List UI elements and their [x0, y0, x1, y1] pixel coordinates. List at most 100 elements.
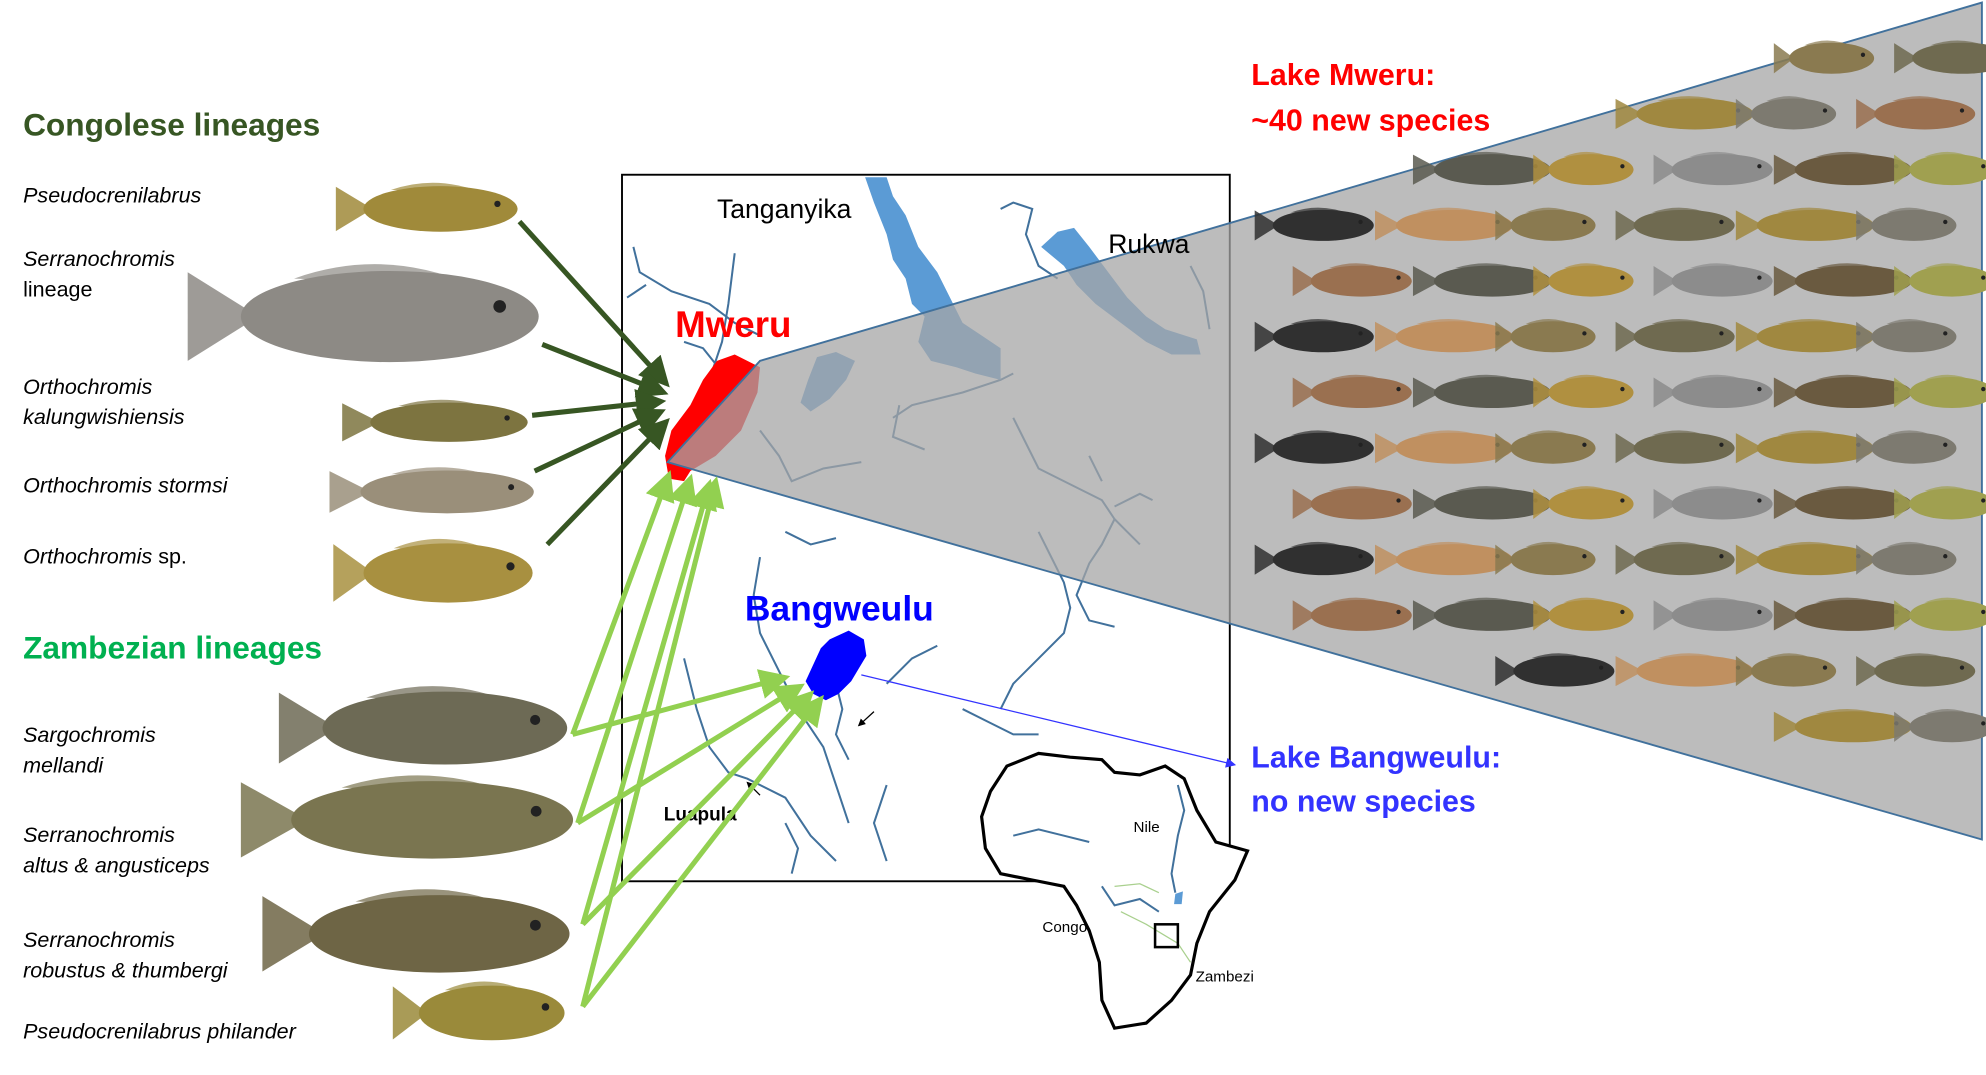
fish-photo: [1773, 263, 1912, 297]
fish-photo: [1533, 263, 1634, 297]
species-label: Pseudocrenilabrus: [23, 184, 201, 208]
fish-photo: [1292, 374, 1412, 409]
fish-photo: [1894, 374, 1986, 409]
fish-photo: [1615, 96, 1754, 130]
zambezian-heading: Zambezian lineages: [23, 629, 322, 665]
zambezian-arrow: [580, 694, 824, 1009]
fish-photos: [187, 40, 1986, 1041]
fish-photo: [1856, 319, 1957, 353]
bangweulu-callout-count: no new species: [1251, 785, 1476, 819]
mweru-callout-title: Lake Mweru:: [1251, 58, 1435, 92]
fish-photo: [1615, 319, 1735, 353]
species-label: Pseudocrenilabrus philander: [23, 1019, 297, 1043]
fish-photo: [1374, 207, 1513, 241]
fish-photo: [1894, 263, 1986, 297]
fish-photo: [1374, 430, 1513, 464]
fish-photo: [1254, 207, 1374, 241]
fish-photo: [335, 182, 518, 232]
fish-photo: [1773, 597, 1912, 631]
label-bangweulu: Bangweulu: [745, 588, 934, 628]
mweru-callout-count: ~40 new species: [1251, 103, 1490, 137]
fish-photo: [1495, 430, 1596, 464]
fish-photo: [392, 981, 565, 1041]
fish-photo: [1653, 597, 1773, 631]
colonization-arrows: [517, 219, 824, 1009]
fish-photo: [1254, 430, 1374, 464]
species-label: altus & angusticeps: [23, 853, 210, 877]
study-area-box: [1153, 923, 1180, 949]
species-label: Serranochromis: [23, 247, 175, 271]
fish-photo: [1412, 486, 1551, 520]
fish-photo: [240, 775, 574, 859]
label-luapula: Luapula: [664, 804, 737, 825]
zambezian-arrow: [580, 476, 725, 1008]
species-label: mellandi: [23, 753, 104, 777]
fish-photo: [1495, 653, 1615, 687]
flow-arrow: [857, 711, 875, 727]
fish-photo: [1495, 207, 1596, 241]
species-label: Orthochromis stormsi: [23, 474, 229, 498]
fish-photo: [1653, 486, 1773, 520]
label-mweru: Mweru: [675, 304, 791, 345]
fish-photo: [1412, 151, 1551, 186]
fish-photo: [278, 686, 568, 765]
fish-photo: [1374, 319, 1513, 353]
species-label: kalungwishiensis: [23, 405, 185, 429]
fish-photo: [1773, 151, 1912, 186]
lake-bangweulu-shape: [805, 630, 867, 701]
fish-photo: [1735, 541, 1874, 576]
fish-photo: [1615, 430, 1735, 464]
species-label: Sargochromis: [23, 723, 156, 747]
fish-photo: [1773, 708, 1912, 743]
bangweulu-callout-title: Lake Bangweulu:: [1251, 740, 1501, 774]
species-label: lineage: [23, 277, 92, 301]
fish-photo: [1533, 486, 1634, 520]
congolese-arrow: [531, 388, 667, 420]
zambezian-arrow: [570, 470, 675, 736]
fish-photo: [1856, 541, 1957, 576]
fish-photo: [1254, 319, 1374, 353]
fish-photo: [1495, 541, 1596, 576]
fish-photo: [1856, 207, 1957, 241]
fish-photo: [1735, 207, 1874, 241]
fish-photo: [1615, 653, 1754, 687]
species-label: Orthochromis sp.: [23, 544, 187, 568]
species-label: Serranochromis: [23, 823, 175, 847]
fish-photo: [187, 264, 539, 363]
fish-photo: [1653, 151, 1773, 186]
fish-photo: [1856, 96, 1976, 130]
fish-photo: [1653, 263, 1773, 297]
fish-photo: [1653, 374, 1773, 409]
congolese-arrow: [545, 418, 670, 547]
species-label: Serranochromis: [23, 928, 175, 952]
fish-photo: [1374, 541, 1513, 576]
fish-photo: [1254, 541, 1374, 576]
fish-photo: [333, 538, 533, 603]
fish-photo: [262, 889, 570, 973]
fish-photo: [329, 467, 534, 514]
congolese-heading: Congolese lineages: [23, 106, 320, 142]
fish-photo: [1856, 653, 1976, 687]
species-label: Orthochromis: [23, 375, 152, 399]
species-suffix: sp.: [152, 544, 187, 568]
africa-inset: Nile Congo Zambezi: [979, 751, 1254, 1030]
fish-photo: [1773, 40, 1875, 74]
fish-photo: [1533, 374, 1634, 409]
fish-photo: [342, 399, 528, 442]
fish-photo: [1735, 96, 1837, 130]
zambezian-arrow: [576, 683, 805, 826]
fish-photo: [1894, 486, 1986, 520]
zambezian-arrow: [580, 690, 815, 927]
label-nile: Nile: [1134, 819, 1160, 836]
species-genus: Orthochromis: [23, 544, 152, 568]
zoom-wedge: [665, 1, 1983, 841]
label-zambezi: Zambezi: [1196, 968, 1254, 985]
zambezian-arrow: [575, 473, 697, 824]
label-tanganyika: Tanganyika: [717, 194, 852, 224]
fish-photo: [1412, 597, 1551, 631]
fish-photo: [1894, 708, 1986, 743]
fish-photo: [1735, 653, 1837, 687]
fish-photo: [1615, 541, 1735, 576]
fish-photo: [1773, 374, 1912, 409]
